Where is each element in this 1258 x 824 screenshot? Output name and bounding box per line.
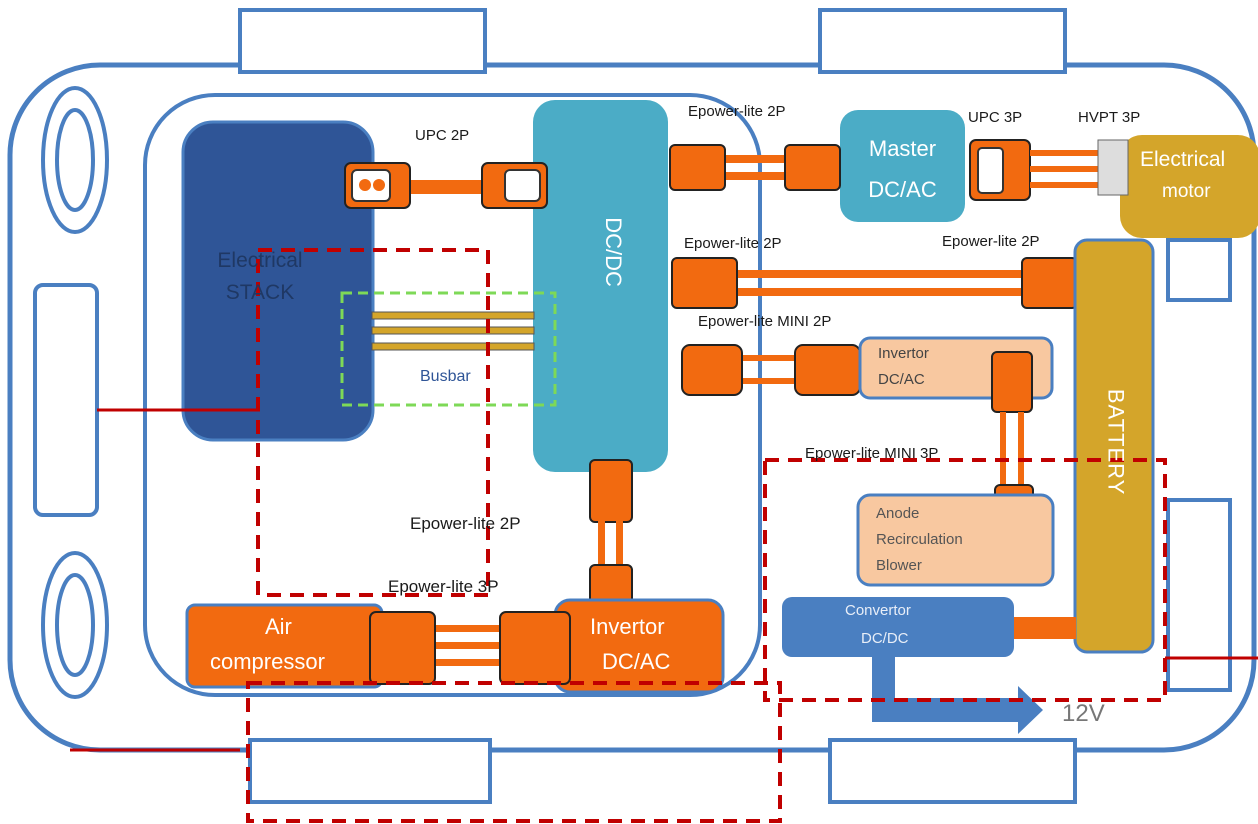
wheel-top-right [820, 10, 1065, 72]
anode-label-line3: Blower [876, 558, 922, 575]
upc2p-label: UPC 2P [415, 128, 469, 145]
12v-arrow [872, 657, 1043, 734]
invertor-small-label-line2: DC/AC [878, 372, 925, 389]
epower-mid-cable-1 [700, 270, 1055, 278]
stack-label: Electrical STACK [195, 245, 325, 308]
epower-mid-left-label: Epower-lite 2P [684, 236, 782, 253]
mini3p-cable-1 [1000, 412, 1006, 492]
wheel-bottom-left [250, 740, 490, 802]
epower-3p-connector-left [370, 612, 435, 684]
epower-vert-connector-top [590, 460, 632, 522]
epower-top-connector-right [785, 145, 840, 190]
convertor-label-line1: Convertor [845, 603, 911, 620]
mini3p-connector-top [992, 352, 1032, 412]
motor-label-line1: Electrical [1140, 148, 1225, 171]
anode-label-line2: Recirculation [876, 532, 963, 549]
battery-label: BATTERY [1103, 389, 1127, 495]
master-dcac-block [840, 110, 965, 222]
busbar-bar-2 [372, 327, 534, 334]
epower-mid-connector-right [1022, 258, 1077, 308]
epower-mini2p-label: Epower-lite MINI 2P [698, 314, 831, 331]
wheel-bottom-right [830, 740, 1075, 802]
wheel-top-left [240, 10, 485, 72]
side-panel-right-top [1168, 240, 1230, 300]
epower-vert-cable-2 [616, 520, 623, 570]
upc2p-connector-right-face [505, 170, 540, 201]
upc2p-pin-2 [373, 179, 385, 191]
upc3p-label: UPC 3P [968, 110, 1022, 127]
epower-mini3p-label: Epower-lite MINI 3P [805, 446, 938, 463]
dcdc-label: DC/DC [601, 217, 625, 287]
12v-label: 12V [1062, 701, 1105, 727]
convertor-label-line2: DC/DC [861, 631, 909, 648]
invertor-big-label-line2: DC/AC [602, 650, 670, 674]
convertor-battery-link [1014, 617, 1076, 639]
epower-3p-connector-right [500, 612, 570, 684]
upc3p-connector-face [978, 148, 1003, 193]
side-panel-right-bottom [1168, 500, 1230, 690]
air-compressor-label-line1: Air [265, 615, 292, 639]
light-bottom-left-inner [57, 575, 93, 675]
busbar-bar-1 [372, 312, 534, 319]
anode-label-line1: Anode [876, 506, 919, 523]
epower-top-label: Epower-lite 2P [688, 104, 786, 121]
invertor-small-label-line1: Invertor [878, 346, 929, 363]
upc3p-cable-3 [1030, 182, 1100, 188]
hvpt3p-label: HVPT 3P [1078, 110, 1140, 127]
upc3p-cable-1 [1030, 150, 1100, 156]
upc2p-pin-1 [359, 179, 371, 191]
master-dcac-label-line2: DC/AC [860, 178, 945, 202]
master-dcac-label-line1: Master [860, 137, 945, 161]
mini2p-connector-left [682, 345, 742, 395]
epower-vert-cable-1 [598, 520, 605, 570]
epower-mid-connector-left [672, 258, 737, 308]
light-top-left-inner [57, 110, 93, 210]
side-panel-left [35, 285, 97, 515]
busbar-bar-3 [372, 343, 534, 350]
epower-3p-label: Epower-lite 3P [388, 578, 499, 597]
epower-mid-cable-2 [700, 288, 1055, 296]
hvpt3p-connector [1098, 140, 1128, 195]
invertor-big-label-line1: Invertor [590, 615, 665, 639]
motor-label-line2: motor [1162, 182, 1211, 203]
epower-top-connector-left [670, 145, 725, 190]
upc3p-cable-2 [1030, 166, 1100, 172]
busbar-label: Busbar [420, 368, 471, 386]
air-compressor-label-line2: compressor [210, 650, 325, 674]
epower-bottom-2p-label: Epower-lite 2P [410, 515, 521, 534]
mini2p-connector-right [795, 345, 860, 395]
mini3p-cable-2 [1018, 412, 1024, 492]
epower-mid-right-label: Epower-lite 2P [942, 234, 1040, 251]
